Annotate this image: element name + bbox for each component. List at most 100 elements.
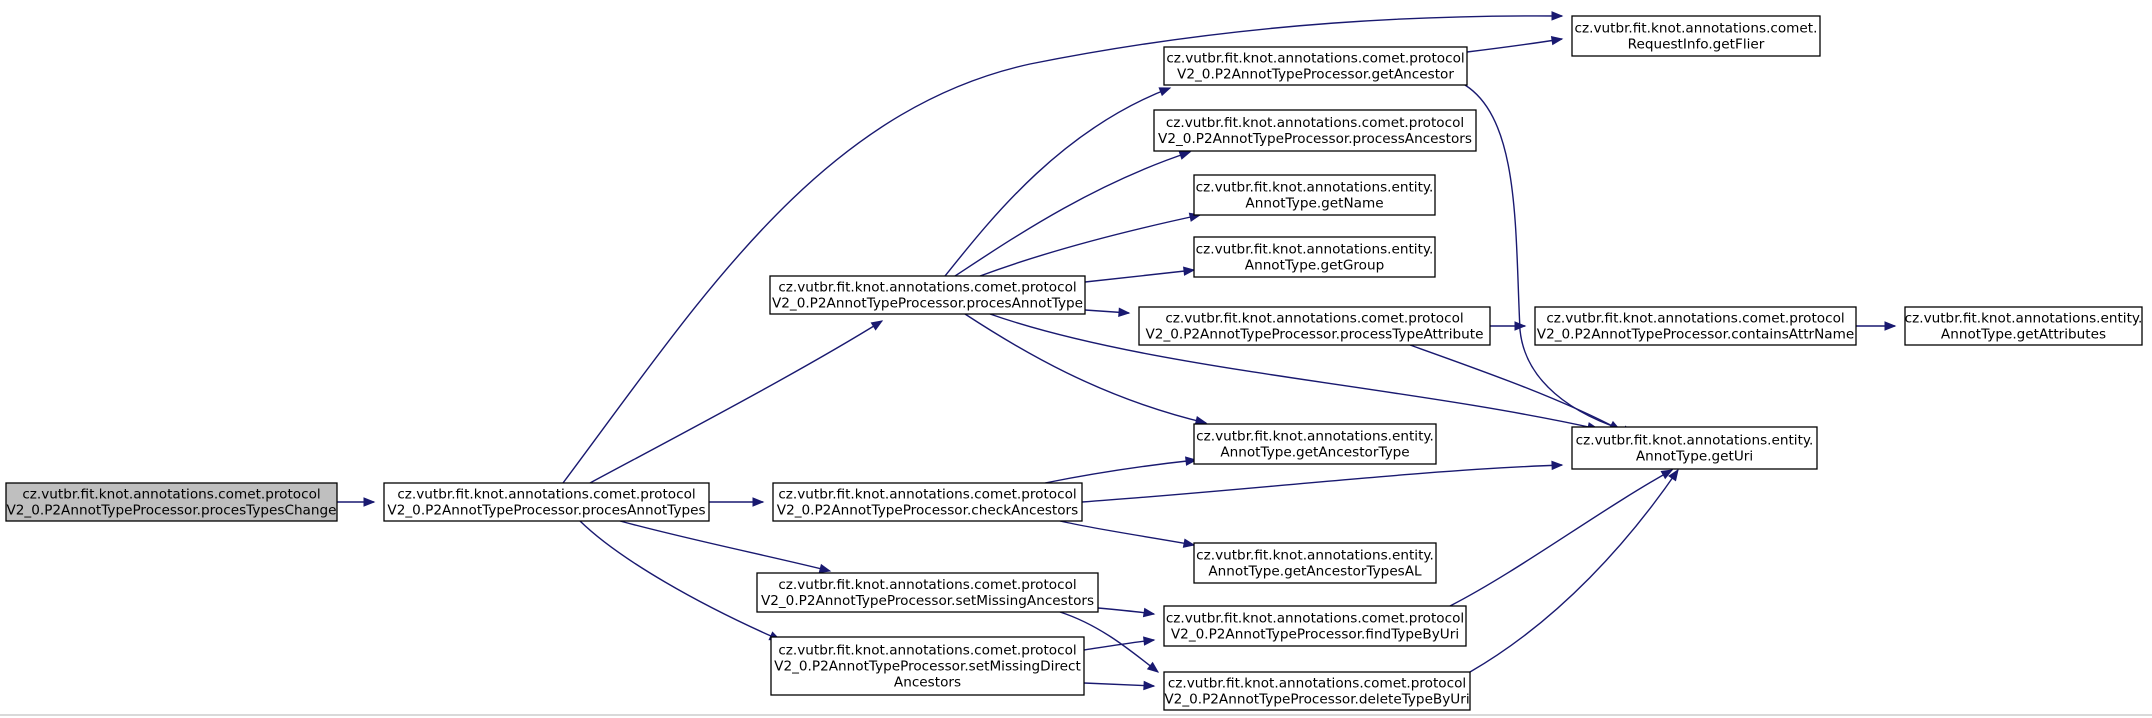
function-node[interactable]: cz.vutbr.fit.knot.annotations.entity.Ann…	[1193, 542, 1437, 584]
function-node[interactable]: cz.vutbr.fit.knot.annotations.entity.Ann…	[1571, 426, 1818, 470]
function-node[interactable]: cz.vutbr.fit.knot.annotations.entity.Ann…	[1193, 236, 1436, 278]
edge-n11-to-n13	[1409, 344, 1622, 431]
node-label-line: cz.vutbr.fit.knot.annotations.comet.prot…	[1166, 611, 1464, 627]
node-box	[1904, 306, 2143, 346]
node-label-line: cz.vutbr.fit.knot.annotations.comet.prot…	[397, 487, 695, 503]
node-box	[1571, 426, 1818, 470]
edge-n5-to-n16	[1059, 611, 1160, 673]
nodes-layer: cz.vutbr.fit.knot.annotations.comet.prot…	[5, 15, 2143, 711]
edge-n5-to-n15	[1097, 607, 1156, 618]
edge-n3-to-n11	[1084, 307, 1131, 318]
node-label-line: V2_0.P2AnnotTypeProcessor.checkAncestors	[777, 503, 1078, 519]
function-node[interactable]: cz.vutbr.fit.knot.annotations.comet.prot…	[1153, 109, 1477, 152]
node-box	[769, 275, 1086, 315]
node-label-line: cz.vutbr.fit.knot.annotations.entity.	[1905, 311, 2143, 327]
node-label-line: cz.vutbr.fit.knot.annotations.comet.prot…	[1166, 51, 1464, 67]
node-label-line: Ancestors	[894, 675, 961, 691]
edge-n1-to-n3	[589, 320, 884, 484]
function-node[interactable]: cz.vutbr.fit.knot.annotations.comet.prot…	[1138, 306, 1491, 346]
function-node[interactable]: cz.vutbr.fit.knot.annotations.comet.prot…	[769, 275, 1086, 315]
node-box	[1193, 236, 1436, 278]
node-box	[1163, 605, 1467, 647]
edge-n7-to-n2	[1466, 35, 1564, 53]
arrowhead	[1183, 266, 1196, 276]
arrowhead	[1143, 636, 1156, 646]
node-label-line: cz.vutbr.fit.knot.annotations.entity.	[1196, 429, 1434, 445]
edge-n17-to-n18	[1856, 321, 1897, 331]
node-label-line: cz.vutbr.fit.knot.annotations.comet.prot…	[778, 643, 1076, 659]
root-node[interactable]: cz.vutbr.fit.knot.annotations.comet.prot…	[5, 482, 338, 522]
node-box	[5, 482, 338, 522]
arrowhead	[1158, 87, 1172, 97]
edge-n6-to-n15	[1083, 636, 1156, 651]
node-box	[1153, 109, 1477, 152]
function-node[interactable]: cz.vutbr.fit.knot.annotations.comet.prot…	[383, 482, 710, 522]
edge-n3-to-n9	[979, 212, 1202, 277]
function-node[interactable]: cz.vutbr.fit.knot.annotations.comet.prot…	[772, 482, 1083, 522]
function-node[interactable]: cz.vutbr.fit.knot.annotations.comet.prot…	[770, 636, 1085, 696]
edge-n11-to-n17	[1490, 321, 1527, 331]
node-label-line: AnnotType.getAttributes	[1941, 327, 2106, 343]
function-node[interactable]: cz.vutbr.fit.knot.annotations.entity.Ann…	[1193, 423, 1437, 465]
node-label-line: cz.vutbr.fit.knot.annotations.comet.prot…	[1546, 311, 1844, 327]
node-box	[770, 636, 1085, 696]
arrowhead	[752, 497, 765, 507]
arrowhead	[870, 320, 884, 331]
node-label-line: cz.vutbr.fit.knot.annotations.entity.	[1576, 433, 1814, 449]
function-node[interactable]: cz.vutbr.fit.knot.annotations.comet.prot…	[1163, 605, 1467, 647]
node-box	[1571, 15, 1821, 57]
node-box	[1163, 671, 1471, 711]
node-label-line: AnnotType.getUri	[1636, 449, 1753, 465]
edge-n1-to-n2	[562, 11, 1564, 484]
node-label-line: AnnotType.getAncestorTypesAL	[1208, 564, 1422, 580]
node-box	[1163, 46, 1468, 86]
edges-layer	[337, 11, 1897, 691]
arrowhead	[1550, 35, 1564, 46]
node-label-line: V2_0.P2AnnotTypeProcessor.deleteTypeByUr…	[1164, 692, 1469, 708]
arrowhead	[1660, 469, 1674, 480]
node-label-line: cz.vutbr.fit.knot.annotations.comet.prot…	[22, 487, 320, 503]
edge-n4-to-n13	[1081, 460, 1564, 503]
node-label-line: cz.vutbr.fit.knot.annotations.comet.prot…	[1168, 676, 1466, 692]
function-node[interactable]: cz.vutbr.fit.knot.annotations.entity.Ann…	[1904, 306, 2143, 346]
node-label-line: V2_0.P2AnnotTypeProcessor.procesAnnotTyp…	[772, 296, 1083, 312]
function-node[interactable]: cz.vutbr.fit.knot.annotations.comet.prot…	[1163, 671, 1471, 711]
node-label-line: V2_0.P2AnnotTypeProcessor.processAncesto…	[1158, 131, 1472, 147]
node-box	[1193, 423, 1437, 465]
node-label-line: cz.vutbr.fit.knot.annotations.entity.	[1196, 180, 1434, 196]
arrowhead	[1668, 468, 1679, 482]
function-node[interactable]: cz.vutbr.fit.knot.annotations.comet.Requ…	[1571, 15, 1821, 57]
node-label-line: cz.vutbr.fit.knot.annotations.comet.	[1575, 21, 1818, 37]
function-node[interactable]: cz.vutbr.fit.knot.annotations.entity.Ann…	[1193, 174, 1436, 216]
node-label-line: V2_0.P2AnnotTypeProcessor.setMissingDire…	[774, 659, 1081, 675]
node-box	[1534, 306, 1857, 346]
arrowhead	[1185, 456, 1198, 466]
arrowhead	[1551, 460, 1564, 471]
node-label-line: V2_0.P2AnnotTypeProcessor.getAncestor	[1177, 67, 1454, 83]
node-label-line: V2_0.P2AnnotTypeProcessor.procesTypesCha…	[6, 503, 336, 519]
function-node[interactable]: cz.vutbr.fit.knot.annotations.comet.prot…	[1163, 46, 1468, 86]
arrowhead	[1182, 538, 1196, 548]
arrowhead	[1178, 150, 1192, 160]
arrowhead	[1118, 307, 1131, 318]
node-box	[383, 482, 710, 522]
function-node[interactable]: cz.vutbr.fit.knot.annotations.comet.prot…	[1534, 306, 1857, 346]
node-label-line: cz.vutbr.fit.knot.annotations.entity.	[1196, 548, 1434, 564]
node-label-line: V2_0.P2AnnotTypeProcessor.processTypeAtt…	[1146, 327, 1484, 343]
function-node[interactable]: cz.vutbr.fit.knot.annotations.comet.prot…	[756, 572, 1099, 613]
edge-n1-to-n5	[619, 520, 832, 574]
edge-n1-to-n4	[709, 497, 765, 507]
edge-n15-to-n13	[1449, 469, 1674, 607]
edge-n3-to-n10	[1084, 266, 1196, 283]
edge-n3-to-n7	[944, 87, 1172, 277]
node-label-line: cz.vutbr.fit.knot.annotations.comet.prot…	[778, 487, 1076, 503]
node-label-line: cz.vutbr.fit.knot.annotations.comet.prot…	[1166, 115, 1464, 131]
edge-n4-to-n12	[1044, 456, 1198, 484]
node-label-line: AnnotType.getGroup	[1245, 258, 1384, 274]
bottom-divider	[0, 714, 2152, 716]
arrowhead	[818, 563, 832, 574]
node-label-line: cz.vutbr.fit.knot.annotations.comet.prot…	[1165, 311, 1463, 327]
node-box	[756, 572, 1099, 613]
arrowhead	[1551, 11, 1564, 21]
arrowhead	[1146, 661, 1160, 673]
